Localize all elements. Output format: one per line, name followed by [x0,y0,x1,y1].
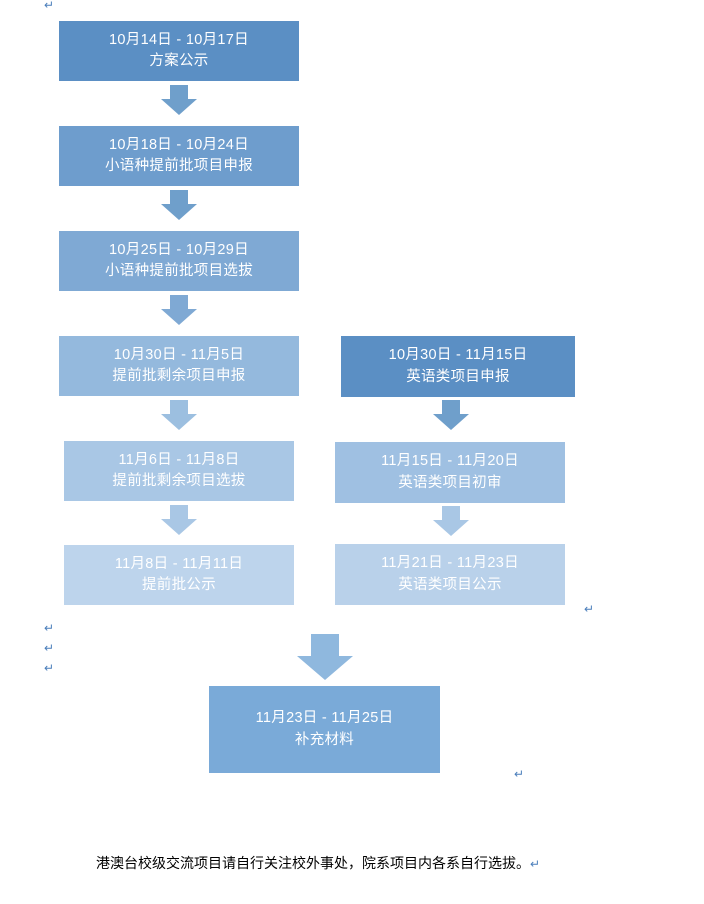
node-date: 11月21日 - 11月23日 [381,555,519,572]
arrow-down-right-2 [433,506,469,536]
flow-node-left-4[interactable]: 10月30日 - 11月5日 提前批剩余项目申报 [59,336,299,396]
node-label: 英语类项目公示 [398,576,502,593]
footnote-label: 港澳台校级交流项目请自行关注校外事处，院系项目内各系自行选拔。 [96,855,530,871]
paragraph-mark: ↵ [584,602,595,616]
arrow-down-left-4 [161,400,197,430]
flow-node-left-2[interactable]: 10月18日 - 10月24日 小语种提前批项目申报 [59,126,299,186]
node-label: 提前批剩余项目选拔 [112,473,246,489]
arrow-down-left-1 [161,85,197,115]
arrow-down-left-3 [161,295,197,325]
paragraph-mark: ↵ [44,0,55,12]
node-date: 10月30日 - 11月5日 [113,346,245,363]
node-date: 10月14日 - 10月17日 [109,31,249,48]
node-label: 英语类项目申报 [406,368,510,385]
footnote-text: 港澳台校级交流项目请自行关注校外事处，院系项目内各系自行选拔。↵ [96,853,540,873]
paragraph-mark: ↵ [530,857,541,871]
node-date: 11月23日 - 11月25日 [255,710,394,727]
flow-node-final[interactable]: 11月23日 - 11月25日 补充材料 [209,686,440,773]
flow-node-right-3[interactable]: 11月21日 - 11月23日 英语类项目公示 [335,544,565,605]
flow-node-left-3[interactable]: 10月25日 - 10月29日 小语种提前批项目选拔 [59,231,299,291]
flow-node-left-6[interactable]: 11月8日 - 11月11日 提前批公示 [64,545,294,605]
node-label: 提前批公示 [142,577,216,593]
flow-node-right-2[interactable]: 11月15日 - 11月20日 英语类项目初审 [335,442,565,503]
node-label: 补充材料 [294,731,355,748]
paragraph-mark: ↵ [44,641,55,655]
flow-node-right-1[interactable]: 10月30日 - 11月15日 英语类项目申报 [341,336,575,397]
node-label: 小语种提前批项目申报 [105,158,253,174]
arrow-down-left-5 [161,505,197,535]
node-date: 11月15日 - 11月20日 [381,453,519,470]
node-label: 小语种提前批项目选拔 [105,263,253,279]
paragraph-mark: ↵ [44,661,55,675]
arrow-down-merge [297,634,353,680]
arrow-down-right-1 [433,400,469,430]
flow-node-left-5[interactable]: 11月6日 - 11月8日 提前批剩余项目选拔 [64,441,294,501]
node-label: 方案公示 [149,53,209,69]
node-date: 10月25日 - 10月29日 [109,241,249,258]
arrow-down-left-2 [161,190,197,220]
paragraph-mark: ↵ [514,767,525,781]
paragraph-mark: ↵ [44,621,55,635]
node-date: 11月8日 - 11月11日 [114,555,244,572]
node-date: 10月18日 - 10月24日 [109,136,249,153]
node-label: 提前批剩余项目申报 [112,368,246,384]
node-date: 10月30日 - 11月15日 [388,347,528,364]
node-date: 11月6日 - 11月8日 [118,451,240,468]
node-label: 英语类项目初审 [398,474,502,491]
flow-node-left-1[interactable]: 10月14日 - 10月17日 方案公示 [59,21,299,81]
